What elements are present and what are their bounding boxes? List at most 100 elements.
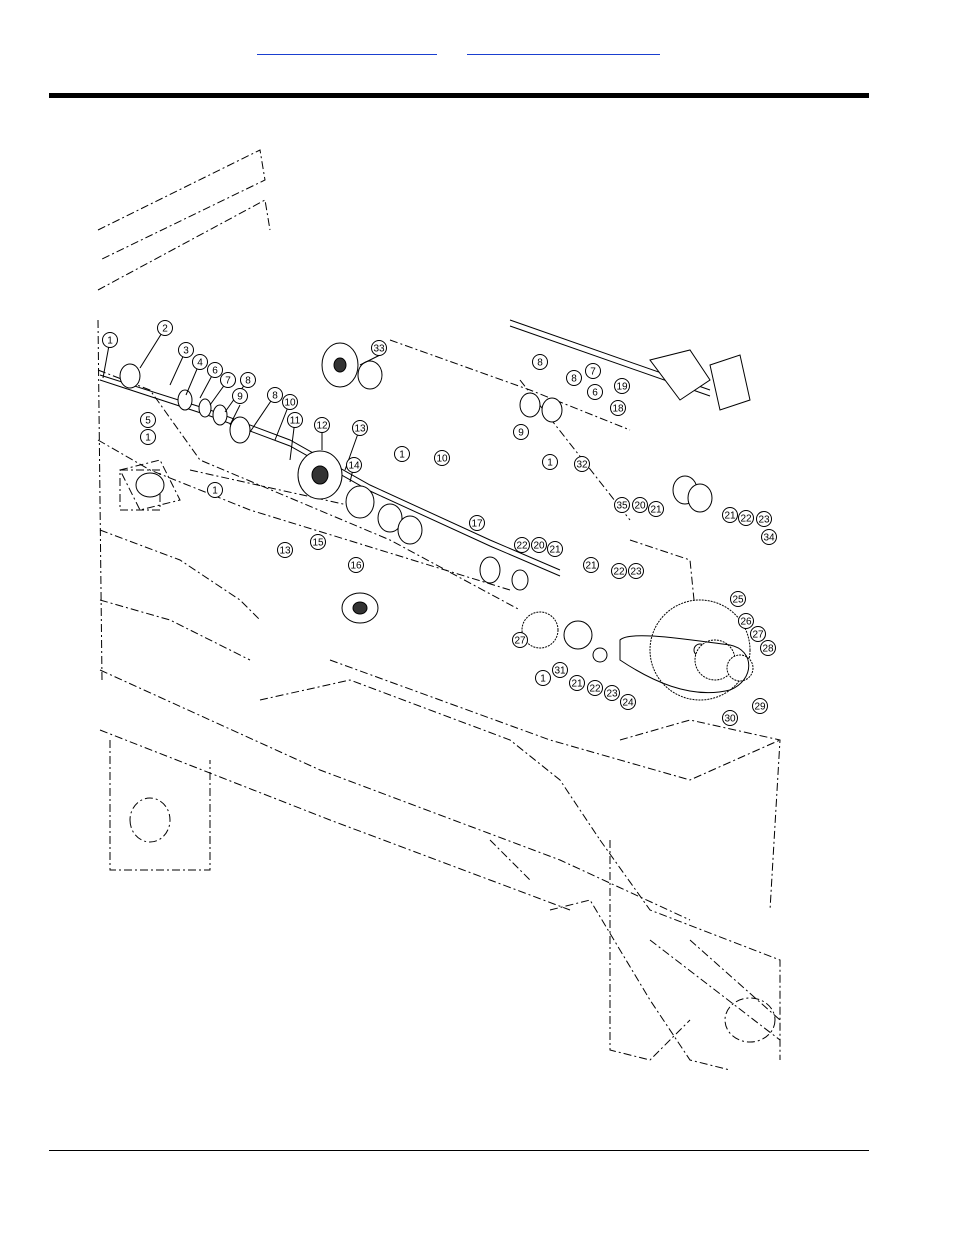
callout-19: 19 <box>615 379 630 394</box>
callout-6: 6 <box>588 385 603 400</box>
callout-8: 8 <box>567 371 582 386</box>
callout-34: 34 <box>762 530 777 545</box>
callout-number: 1 <box>399 450 405 461</box>
callout-number: 23 <box>606 689 618 700</box>
callout-number: 21 <box>571 679 583 690</box>
callout-8: 8 <box>533 355 548 370</box>
callout-number: 26 <box>740 617 752 628</box>
callout-number: 4 <box>197 358 203 369</box>
callout-number: 8 <box>245 376 251 387</box>
callout-29: 29 <box>753 699 768 714</box>
callout-13: 13 <box>353 421 368 436</box>
callout-number: 14 <box>348 461 360 472</box>
callout-21: 21 <box>649 502 664 517</box>
callout-number: 13 <box>279 546 291 557</box>
callout-number: 18 <box>612 404 624 415</box>
callout-number: 16 <box>350 561 362 572</box>
callout-11: 11 <box>288 413 303 428</box>
callout-31: 31 <box>553 663 568 678</box>
callout-number: 10 <box>436 454 448 465</box>
footer-rule <box>49 1150 869 1151</box>
callout-22: 22 <box>588 681 603 696</box>
callout-number: 8 <box>571 374 577 385</box>
callout-26: 26 <box>739 614 754 629</box>
callout-7: 7 <box>221 373 236 388</box>
callout-8: 8 <box>241 373 256 388</box>
callout-number: 6 <box>212 366 218 377</box>
callout-number: 21 <box>585 561 597 572</box>
callout-1: 1 <box>103 333 118 348</box>
callout-28: 28 <box>761 641 776 656</box>
callout-1: 1 <box>208 483 223 498</box>
callout-32: 32 <box>575 457 590 472</box>
callout-number: 1 <box>145 433 151 444</box>
header-rule <box>49 93 869 98</box>
callout-number: 22 <box>613 567 625 578</box>
callout-18: 18 <box>611 401 626 416</box>
callout-number: 34 <box>763 533 775 544</box>
callout-22: 22 <box>739 511 754 526</box>
header-link-right[interactable] <box>467 44 660 55</box>
callout-23: 23 <box>605 686 620 701</box>
callout-number: 15 <box>312 538 324 549</box>
callout-number: 21 <box>650 505 662 516</box>
callout-3: 3 <box>179 343 194 358</box>
callout-number: 32 <box>576 460 588 471</box>
callout-6: 6 <box>208 363 223 378</box>
callout-number: 1 <box>547 458 553 469</box>
callout-33: 33 <box>372 341 387 356</box>
callout-number: 27 <box>752 630 764 641</box>
callout-13: 13 <box>278 543 293 558</box>
callout-21: 21 <box>548 542 563 557</box>
callout-number: 7 <box>225 376 231 387</box>
callout-number: 6 <box>592 388 598 399</box>
callout-number: 10 <box>284 398 296 409</box>
callout-21: 21 <box>570 676 585 691</box>
callout-35: 35 <box>615 498 630 513</box>
callout-number: 9 <box>518 428 524 439</box>
parts-diagram-svg: 1234678519810111213114110131516338876919… <box>90 140 790 1080</box>
callout-4: 4 <box>193 355 208 370</box>
callout-number: 7 <box>590 367 596 378</box>
callout-number: 28 <box>762 644 774 655</box>
callout-21: 21 <box>584 558 599 573</box>
callout-number: 5 <box>145 416 151 427</box>
callout-1: 1 <box>141 430 156 445</box>
callout-16: 16 <box>349 558 364 573</box>
header-links <box>0 44 954 58</box>
callout-1: 1 <box>543 455 558 470</box>
callout-7: 7 <box>586 364 601 379</box>
callout-number: 1 <box>107 336 113 347</box>
callout-27: 27 <box>513 633 528 648</box>
callout-27: 27 <box>751 627 766 642</box>
callout-number: 17 <box>471 519 483 530</box>
callout-number: 31 <box>554 666 566 677</box>
callout-number: 22 <box>516 541 528 552</box>
callout-14: 14 <box>347 458 362 473</box>
callout-5: 5 <box>141 413 156 428</box>
callout-number: 22 <box>589 684 601 695</box>
callout-number: 27 <box>514 636 526 647</box>
callout-number: 1 <box>212 486 218 497</box>
callout-number: 19 <box>616 382 628 393</box>
callout-number: 8 <box>537 358 543 369</box>
callout-25: 25 <box>731 592 746 607</box>
callout-number: 8 <box>272 391 278 402</box>
callout-22: 22 <box>612 564 627 579</box>
callout-2: 2 <box>158 321 173 336</box>
callout-17: 17 <box>470 516 485 531</box>
callout-number: 2 <box>162 324 168 335</box>
header-link-left[interactable] <box>257 44 437 55</box>
callout-number: 13 <box>354 424 366 435</box>
callout-22: 22 <box>515 538 530 553</box>
callout-number: 3 <box>183 346 189 357</box>
callout-number: 24 <box>622 698 634 709</box>
callout-number: 9 <box>237 392 243 403</box>
callout-20: 20 <box>532 538 547 553</box>
callout-number: 35 <box>616 501 628 512</box>
callout-number: 23 <box>630 567 642 578</box>
callout-number: 1 <box>540 674 546 685</box>
callout-24: 24 <box>621 695 636 710</box>
callout-1: 1 <box>536 671 551 686</box>
